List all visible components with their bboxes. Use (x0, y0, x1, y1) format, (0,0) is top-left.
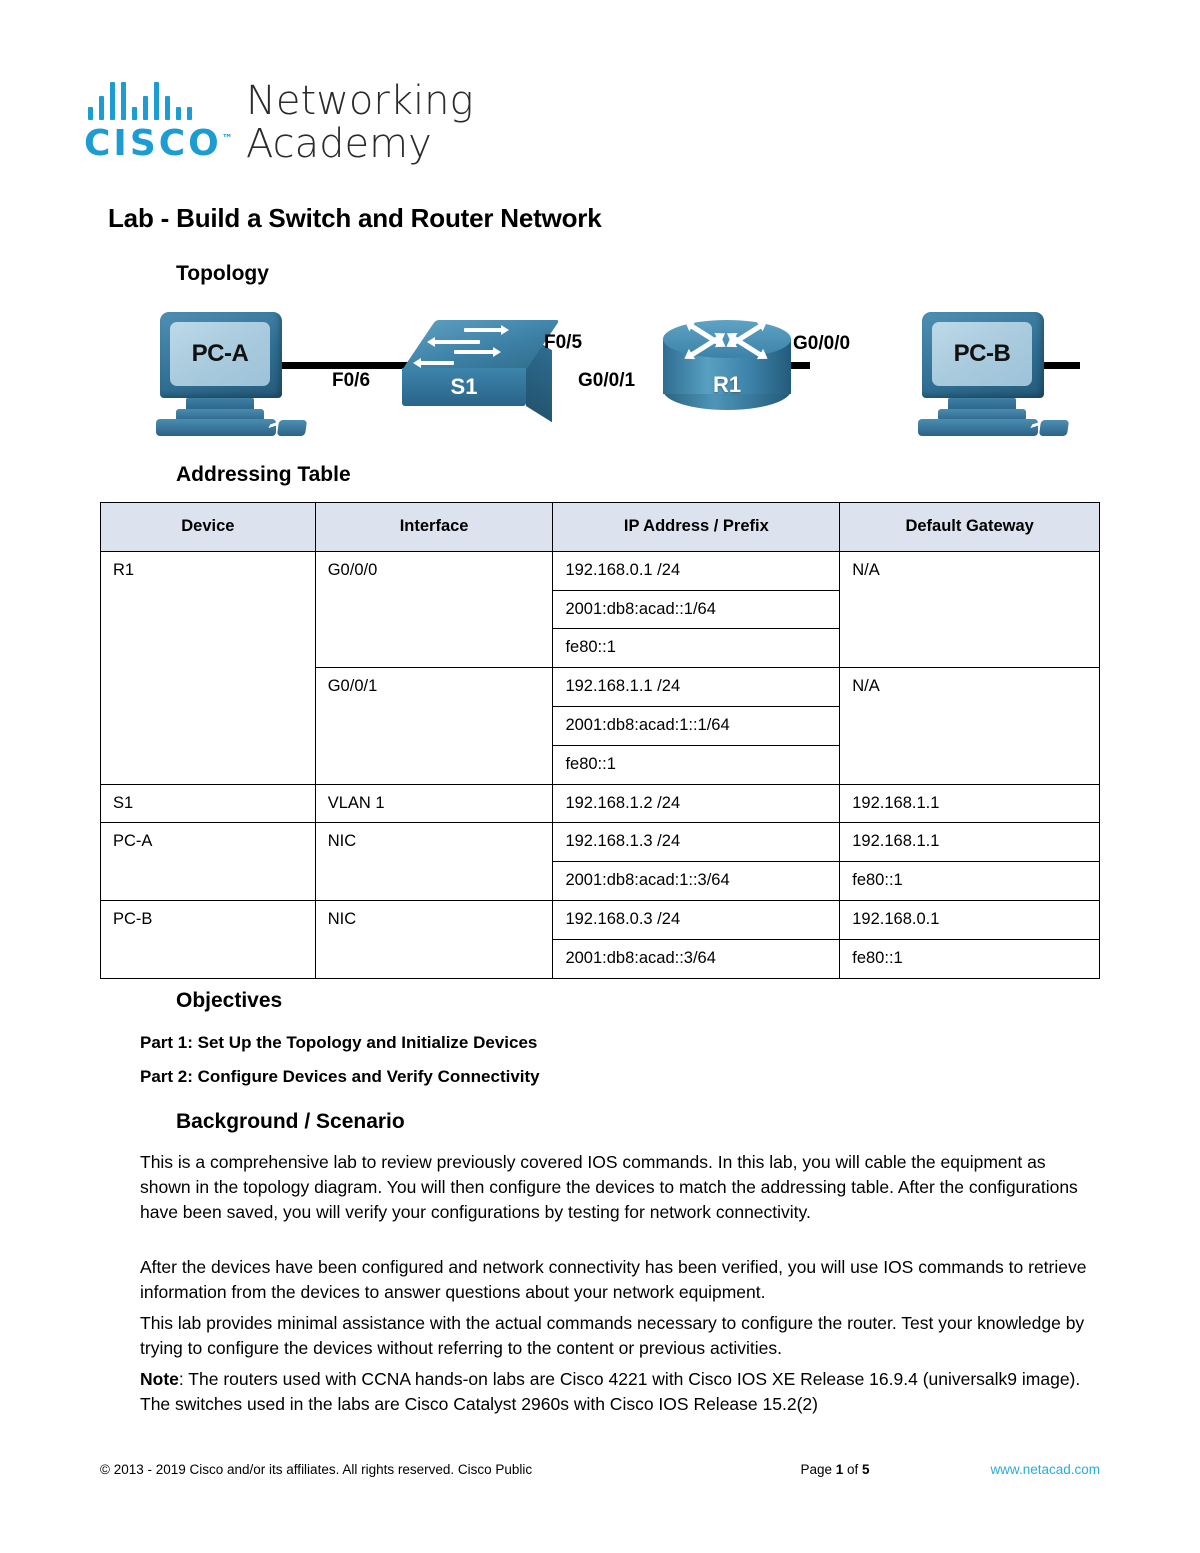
table-row: R1 G0/0/0 192.168.0.1 /24 N/A (100, 550, 1100, 785)
cell-gw-pc-b-v4: 192.168.0.1 (839, 899, 1100, 940)
column-header-device: Device (100, 502, 316, 552)
footer-copyright: © 2013 - 2019 Cisco and/or its affiliate… (100, 1462, 533, 1477)
pc-a-label: PC-A (170, 322, 270, 386)
cell-ip-s1: 192.168.1.2 /24 (552, 783, 841, 824)
pc-monitor-neck (948, 398, 1016, 411)
pc-base (918, 419, 1038, 436)
cell-gw-r1-g001: N/A (839, 667, 1100, 785)
networking-academy-wordmark: Networking Academy (246, 78, 473, 166)
page-footer: © 2013 - 2019 Cisco and/or its affiliate… (100, 1462, 1100, 1477)
cisco-logo: CISCO™ (84, 78, 233, 162)
footer-page-prefix: Page (800, 1462, 836, 1477)
cell-gw-r1-g000: N/A (839, 550, 1100, 669)
cell-ip-pc-a-v6: 2001:db8:acad:1::3/64 (552, 861, 841, 901)
cell-ip-pc-b-v4: 192.168.0.3 /24 (552, 899, 841, 940)
table-row: 2001:db8:acad:1::1/64 (101, 705, 1100, 746)
section-heading-addressing-table: Addressing Table (176, 463, 351, 486)
column-header-ip-address: IP Address / Prefix (552, 502, 841, 552)
section-heading-objectives: Objectives (176, 989, 283, 1012)
cisco-wordmark: CISCO™ (84, 126, 233, 162)
cell-iface-s1: VLAN 1 (314, 783, 554, 824)
table-row: 2001:db8:acad:1::3/64 fe80::1 (101, 861, 1100, 901)
switch-label: S1 (402, 368, 526, 406)
pc-mouse-icon (1038, 420, 1070, 436)
objective-part-1: Part 1: Set Up the Topology and Initiali… (140, 1033, 538, 1052)
pc-monitor-neck-lower (938, 409, 1026, 421)
column-header-default-gateway: Default Gateway (839, 502, 1100, 552)
note-text: : The routers used with CCNA hands-on la… (140, 1369, 1081, 1414)
table-row: 2001:db8:acad::3/64 fe80::1 (101, 938, 1100, 979)
footer-page-total: 5 (862, 1462, 870, 1477)
background-note-paragraph: Note: The routers used with CCNA hands-o… (140, 1367, 1090, 1417)
cell-iface-pc-b: NIC (314, 899, 554, 979)
table-row: G0/0/1 192.168.1.1 /24 N/A (101, 667, 1100, 785)
switch-arrow-left-2 (413, 358, 454, 368)
cell-gw-s1: 192.168.1.1 (839, 783, 1100, 824)
cell-ip-r1-g000-ll: fe80::1 (552, 628, 841, 669)
footer-netacad-link[interactable]: www.netacad.com (990, 1462, 1100, 1477)
pc-monitor-neck-lower (176, 409, 264, 421)
cell-ip-pc-a-v4: 192.168.1.3 /24 (552, 822, 841, 863)
footer-page-number: 1 (835, 1462, 844, 1477)
background-paragraph-3: This lab provides minimal assistance wit… (140, 1313, 1085, 1358)
table-row: PC-B NIC 192.168.0.3 /24 192.168.0.1 (100, 899, 1100, 979)
pc-b-label: PC-B (932, 322, 1032, 386)
cell-ip-r1-g001-v6: 2001:db8:acad:1::1/64 (552, 705, 841, 746)
cell-device-pc-b: PC-B (100, 899, 316, 979)
table-row: fe80::1 (101, 628, 1100, 669)
logo-line-networking: Networking (246, 78, 474, 124)
switch-arrow-right-1 (464, 325, 509, 335)
column-header-interface: Interface (314, 502, 554, 552)
footer-page-indicator: Page 1 of 5 (720, 1462, 950, 1477)
device-pc-b-icon: PC-B (908, 312, 1073, 438)
cell-ip-pc-b-v6: 2001:db8:acad::3/64 (552, 938, 841, 979)
page-title: Lab - Build a Switch and Router Network (108, 203, 602, 233)
cisco-wordmark-text: CISCO (84, 123, 222, 164)
section-heading-background-scenario: Background / Scenario (176, 1110, 405, 1133)
device-router-r1-icon: R1 (663, 320, 791, 410)
note-label: Note (140, 1369, 179, 1389)
pc-monitor-neck (186, 398, 254, 411)
cell-ip-r1-g001-v4: 192.168.1.1 /24 (552, 667, 841, 707)
background-paragraph-2: After the devices have been configured a… (140, 1257, 1087, 1302)
router-label: R1 (712, 372, 742, 397)
cell-gw-pc-a-v6: fe80::1 (839, 861, 1100, 901)
trademark-symbol: ™ (221, 132, 233, 145)
port-label-f0-6: F0/6 (332, 370, 371, 391)
cell-ip-r1-g000-v6: 2001:db8:acad::1/64 (552, 589, 841, 630)
device-switch-s1-icon: S1 (402, 320, 560, 423)
table-row: 2001:db8:acad::1/64 (101, 589, 1100, 630)
objective-part-2: Part 2: Configure Devices and Verify Con… (140, 1067, 540, 1086)
logo-line-academy: Academy (246, 121, 432, 168)
topology-diagram: PC-A S1 R1 (140, 300, 1080, 445)
cell-ip-r1-g000-v4: 192.168.0.1 /24 (552, 550, 841, 591)
addressing-table: Device Interface IP Address / Prefix Def… (100, 502, 1100, 979)
cisco-bars-icon (88, 78, 192, 120)
section-heading-topology: Topology (176, 262, 269, 285)
port-label-g0-0-1: G0/0/1 (578, 370, 636, 391)
cell-gw-pc-a-v4: 192.168.1.1 (839, 822, 1100, 863)
cell-device-s1: S1 (100, 783, 316, 824)
footer-page-middle: of (843, 1462, 863, 1477)
cell-device-pc-a: PC-A (100, 822, 316, 901)
cell-ip-r1-g001-ll: fe80::1 (552, 744, 841, 785)
switch-arrow-left-1 (427, 337, 480, 347)
table-row: PC-A NIC 192.168.1.3 /24 192.168.1.1 (100, 822, 1100, 901)
cell-device-r1: R1 (100, 550, 316, 785)
device-pc-a-icon: PC-A (146, 312, 311, 438)
pc-base (156, 419, 276, 436)
cell-iface-pc-a: NIC (314, 822, 554, 901)
cell-iface-g001: G0/0/1 (314, 667, 554, 785)
port-label-f0-5: F0/5 (544, 332, 583, 353)
table-header-row: Device Interface IP Address / Prefix Def… (100, 502, 1100, 552)
table-row: S1 VLAN 1 192.168.1.2 /24 192.168.1.1 (100, 783, 1100, 824)
cell-gw-pc-b-v6: fe80::1 (839, 938, 1100, 979)
background-paragraph-1: This is a comprehensive lab to review pr… (140, 1152, 1078, 1222)
cell-iface-g000: G0/0/0 (314, 550, 554, 669)
cisco-networking-academy-logo: CISCO™ Networking Academy (84, 78, 473, 166)
port-label-g0-0-0: G0/0/0 (793, 333, 851, 354)
pc-mouse-icon (276, 420, 308, 436)
switch-arrow-right-2 (454, 347, 501, 357)
